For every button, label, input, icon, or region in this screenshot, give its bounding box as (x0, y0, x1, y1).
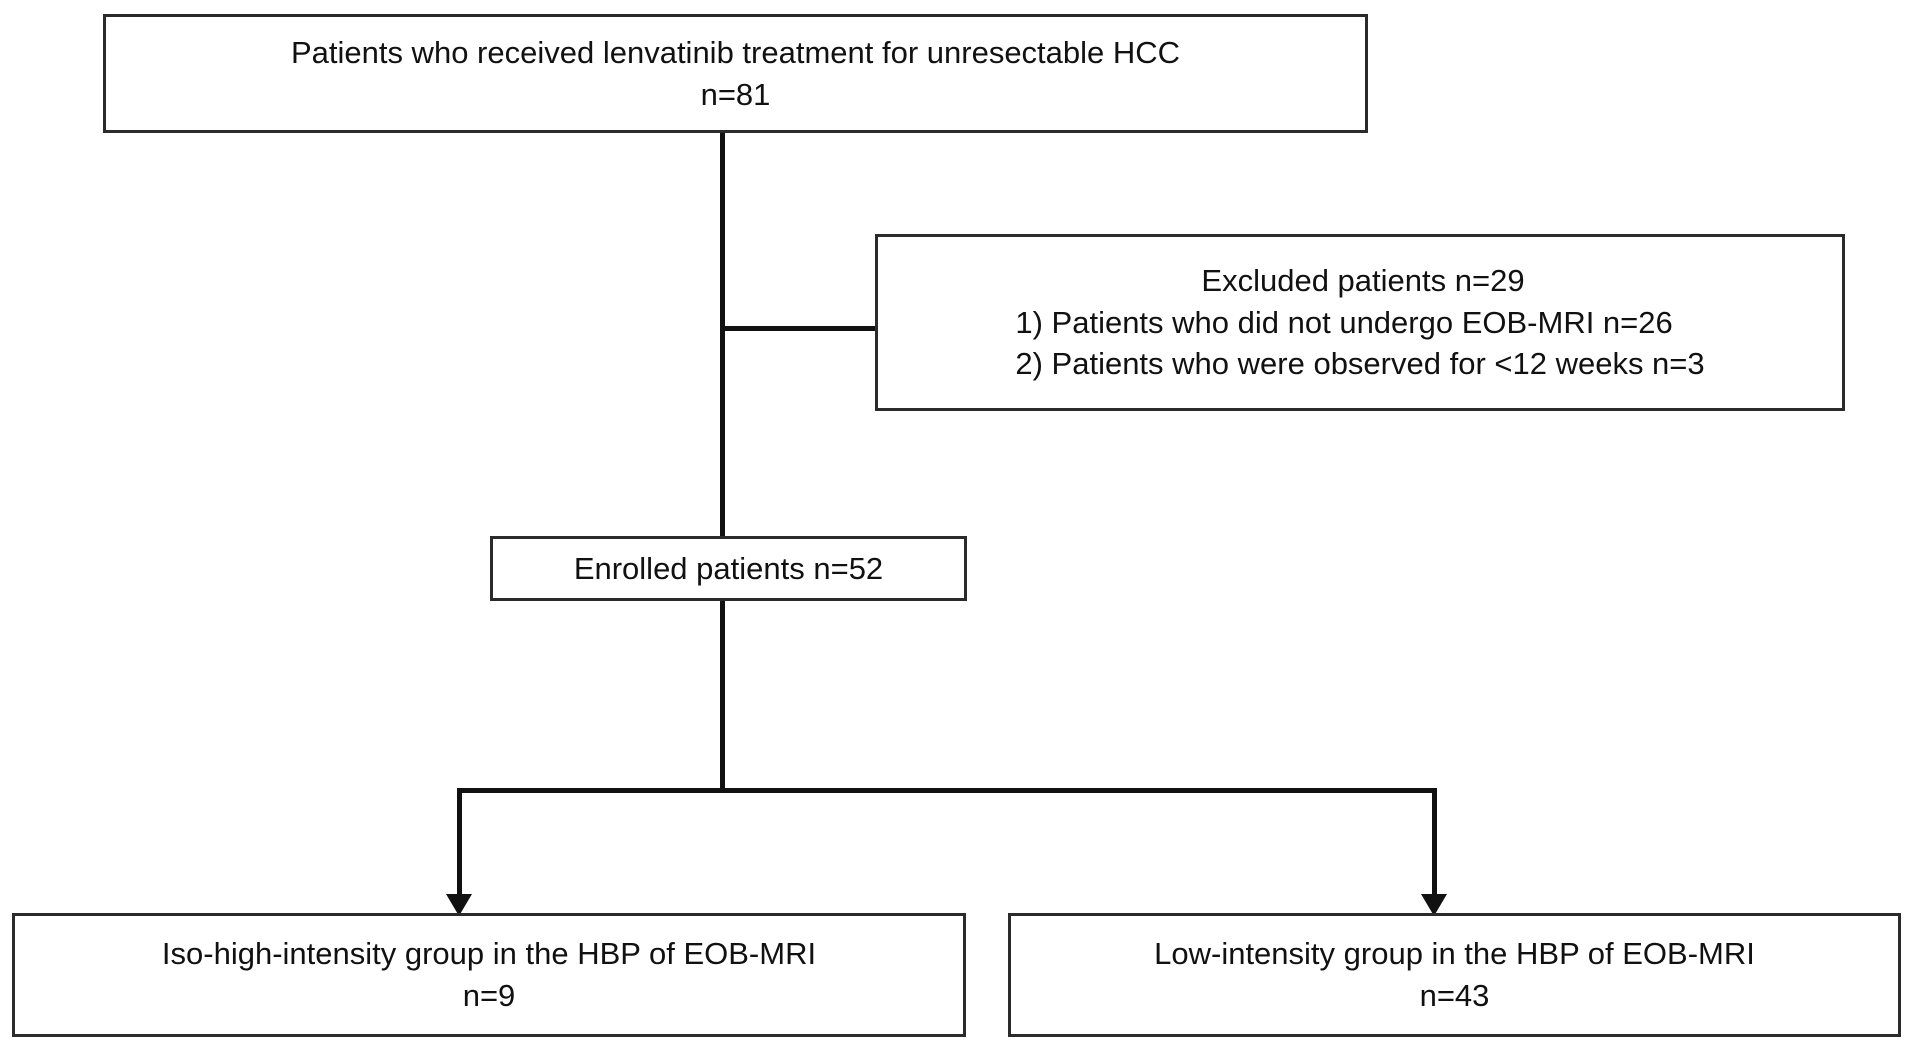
node-screened-patients: Patients who received lenvatinib treatme… (103, 14, 1368, 133)
node-iso-high-intensity-group: Iso-high-intensity group in the HBP of E… (12, 913, 966, 1037)
connector-enrolled-to-split (720, 598, 725, 792)
node-excluded-reason-2: 2) Patients who were observed for <12 we… (1015, 346, 1705, 382)
node-screened-label: Patients who received lenvatinib treatme… (290, 34, 1181, 70)
node-excluded-title: Excluded patients n=29 (1201, 263, 1525, 299)
node-iso-high-label: Iso-high-intensity group in the HBP of E… (161, 936, 817, 972)
node-enrolled-patients: Enrolled patients n=52 (490, 536, 967, 601)
excluded-body: Excluded patients n=29 1) Patients who d… (1015, 260, 1704, 385)
node-low-intensity-group: Low-intensity group in the HBP of EOB-MR… (1008, 913, 1901, 1037)
node-iso-high-count: n=9 (462, 978, 516, 1013)
arrowhead-icon-iso-high (446, 894, 472, 916)
node-low-count: n=43 (1419, 978, 1490, 1013)
node-enrolled-label: Enrolled patients n=52 (573, 550, 884, 586)
node-excluded-patients: Excluded patients n=29 1) Patients who d… (875, 234, 1845, 411)
node-excluded-reason-1: 1) Patients who did not undergo EOB-MRI … (1015, 304, 1673, 340)
connector-split-bar (457, 788, 1437, 793)
connector-to-excluded-box (722, 326, 877, 331)
connector-split-to-low (1432, 788, 1437, 904)
node-screened-count: n=81 (700, 76, 771, 112)
connector-split-to-iso-high (457, 788, 462, 904)
connector-screened-to-enrolled (720, 130, 725, 540)
node-low-label: Low-intensity group in the HBP of EOB-MR… (1154, 936, 1755, 972)
arrowhead-icon-low (1421, 894, 1447, 916)
